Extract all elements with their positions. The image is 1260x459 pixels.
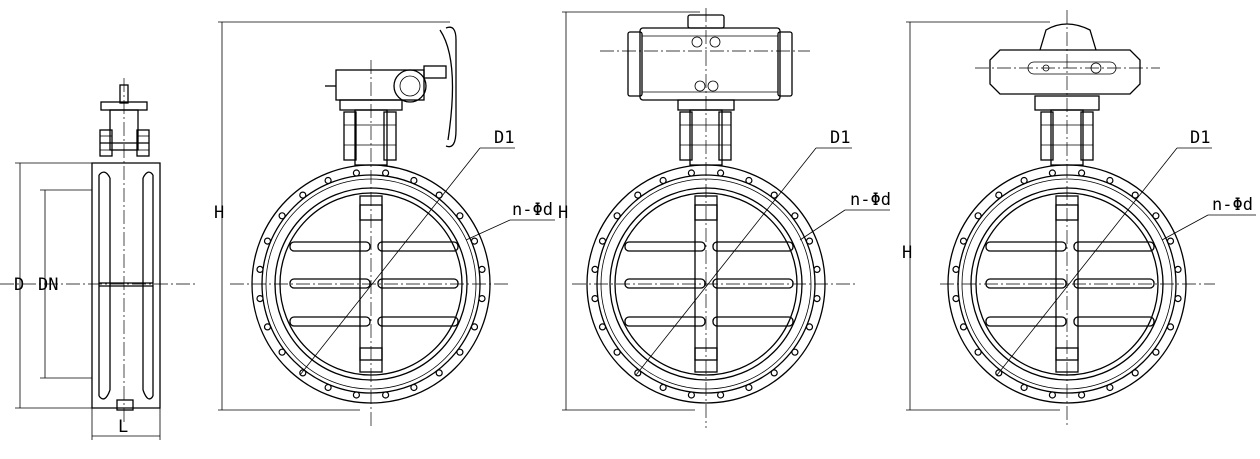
label-D1-1: D1 bbox=[494, 128, 514, 148]
bolt-holes-3 bbox=[952, 169, 1182, 399]
bolt-hole bbox=[1106, 383, 1114, 392]
bolt-hole bbox=[745, 176, 753, 185]
bolt-hole bbox=[263, 323, 272, 331]
bolt-hole bbox=[278, 212, 286, 220]
bolt-hole bbox=[1020, 383, 1028, 392]
bolt-hole bbox=[1106, 176, 1114, 185]
bolt-hole bbox=[256, 295, 264, 303]
bolt-hole bbox=[1077, 391, 1086, 399]
label-D1-2: D1 bbox=[830, 128, 850, 148]
bolt-hole bbox=[1166, 323, 1175, 331]
bolt-hole bbox=[382, 169, 390, 177]
bolt-hole bbox=[456, 348, 464, 356]
bolt-holes-2 bbox=[591, 169, 821, 399]
bolt-hole bbox=[591, 295, 599, 303]
bolt-hole bbox=[659, 383, 667, 392]
bolt-hole bbox=[1131, 369, 1139, 377]
bolt-hole bbox=[410, 176, 418, 185]
bolt-hole bbox=[770, 369, 778, 377]
bolt-hole bbox=[716, 391, 725, 399]
label-nphid-2: n-Φd bbox=[850, 190, 891, 210]
bolt-hole bbox=[1048, 169, 1057, 177]
bolt-hole bbox=[324, 176, 332, 185]
bolt-hole bbox=[791, 348, 799, 356]
bolt-hole bbox=[959, 237, 968, 245]
bolt-hole bbox=[478, 295, 486, 303]
bolt-hole bbox=[952, 265, 960, 273]
label-nphid-1: n-Φd bbox=[512, 200, 553, 220]
bolt-hole bbox=[382, 391, 390, 399]
bolt-hole bbox=[805, 237, 814, 245]
bolt-hole bbox=[1048, 391, 1057, 399]
front-view-gearbox: H D1 n-Φd bbox=[214, 21, 555, 428]
bolt-hole bbox=[1077, 169, 1086, 177]
label-L: L bbox=[118, 417, 128, 437]
bolt-hole bbox=[598, 237, 607, 245]
bolt-hole bbox=[470, 323, 479, 331]
bolt-hole bbox=[1166, 237, 1175, 245]
bolt-hole bbox=[1020, 176, 1028, 185]
bolt-hole bbox=[634, 191, 642, 199]
bolt-hole bbox=[299, 191, 307, 199]
side-view: D DN L bbox=[0, 78, 195, 440]
bolt-hole bbox=[813, 265, 821, 273]
bolt-hole bbox=[299, 369, 307, 377]
bolt-hole bbox=[613, 212, 621, 220]
bolt-hole bbox=[687, 391, 696, 399]
label-D1-3: D1 bbox=[1190, 128, 1210, 148]
bolt-hole bbox=[813, 295, 821, 303]
bolt-hole bbox=[1174, 295, 1182, 303]
bolt-hole bbox=[974, 348, 982, 356]
bolt-hole bbox=[687, 169, 696, 177]
bolt-hole bbox=[716, 169, 725, 177]
label-H-3: H bbox=[902, 243, 912, 263]
front-view-electric: H D1 n-Φd bbox=[902, 10, 1256, 428]
bolt-hole bbox=[598, 323, 607, 331]
bolt-hole bbox=[745, 383, 753, 392]
bolt-hole bbox=[435, 369, 443, 377]
bolt-hole bbox=[805, 323, 814, 331]
bolt-hole bbox=[1131, 191, 1139, 199]
label-H-1: H bbox=[214, 203, 224, 223]
bolt-hole bbox=[410, 383, 418, 392]
bolt-hole bbox=[256, 265, 264, 273]
bolt-hole bbox=[470, 237, 479, 245]
bolt-hole bbox=[952, 295, 960, 303]
bolt-hole bbox=[959, 323, 968, 331]
bolt-hole bbox=[1152, 212, 1160, 220]
bolt-hole bbox=[1152, 348, 1160, 356]
bolt-hole bbox=[613, 348, 621, 356]
bolt-hole bbox=[263, 237, 272, 245]
bolt-hole bbox=[456, 212, 464, 220]
bolt-hole bbox=[974, 212, 982, 220]
label-H-2: H bbox=[558, 203, 568, 223]
front-view-pneumatic: H D1 n-Φd bbox=[558, 8, 891, 428]
bolt-hole bbox=[791, 212, 799, 220]
bolt-hole bbox=[591, 265, 599, 273]
label-nphid-3: n-Φd bbox=[1212, 195, 1253, 215]
bolt-holes-1 bbox=[256, 169, 486, 399]
bolt-hole bbox=[659, 176, 667, 185]
label-DN: DN bbox=[38, 275, 58, 295]
bolt-hole bbox=[278, 348, 286, 356]
bolt-hole bbox=[770, 191, 778, 199]
bolt-hole bbox=[478, 265, 486, 273]
bolt-hole bbox=[352, 391, 360, 399]
bolt-hole bbox=[995, 191, 1003, 199]
bolt-hole bbox=[1174, 265, 1182, 273]
bolt-hole bbox=[324, 383, 332, 392]
label-D: D bbox=[14, 275, 24, 295]
bolt-hole bbox=[352, 169, 360, 177]
